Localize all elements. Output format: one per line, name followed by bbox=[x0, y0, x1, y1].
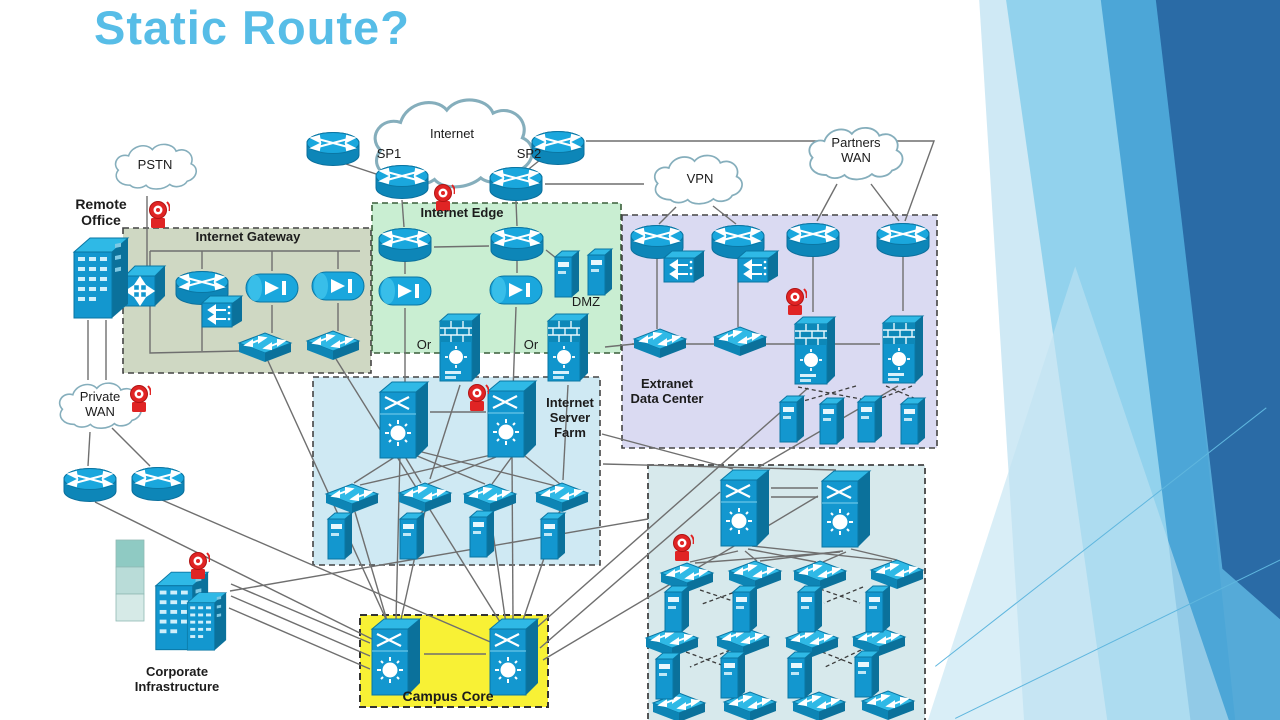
firewall-icon bbox=[439, 313, 481, 382]
router-icon bbox=[876, 222, 930, 258]
sp1-label: SP1 bbox=[376, 146, 402, 161]
vpn-gateway-icon bbox=[378, 276, 432, 306]
server-icon bbox=[554, 250, 580, 298]
internet-gateway-zone-label: Internet Gateway bbox=[195, 229, 301, 244]
server-icon bbox=[655, 652, 681, 700]
firewall-icon bbox=[882, 315, 924, 384]
vpn-gateway-icon bbox=[245, 273, 299, 303]
server-icon bbox=[399, 512, 425, 560]
devices bbox=[63, 130, 930, 720]
remote-office-label: Remote Office bbox=[75, 196, 127, 229]
multilayer-switch-icon bbox=[370, 617, 422, 697]
sp2-label: SP2 bbox=[516, 146, 542, 161]
pstn-cloud-label: PSTN bbox=[137, 157, 173, 172]
network-appliance-icon bbox=[201, 295, 243, 328]
internet-cloud-label: Internet bbox=[429, 126, 475, 141]
building-block-stack-icon bbox=[115, 539, 145, 622]
server-icon bbox=[857, 395, 883, 443]
server-icon bbox=[540, 512, 566, 560]
router-icon bbox=[786, 222, 840, 258]
server-icon bbox=[664, 585, 690, 633]
server-icon bbox=[720, 651, 746, 699]
router-icon bbox=[489, 166, 543, 202]
alarm-icon bbox=[148, 200, 170, 229]
server-icon bbox=[854, 650, 880, 698]
vpn-cloud-label: VPN bbox=[686, 171, 714, 186]
dmz-label: DMZ bbox=[571, 294, 601, 309]
multilayer-switch-icon bbox=[486, 379, 538, 459]
router-icon bbox=[306, 131, 360, 167]
server-icon bbox=[587, 248, 613, 296]
router-icon bbox=[378, 227, 432, 263]
voice-gateway-icon bbox=[123, 264, 167, 308]
multilayer-switch-icon bbox=[378, 380, 430, 460]
extranet-data-center-zone-label: Extranet Data Center bbox=[630, 376, 704, 406]
server-icon bbox=[900, 397, 926, 445]
router-icon bbox=[131, 466, 185, 502]
remote-office-building-icon bbox=[73, 237, 129, 319]
firewall-icon bbox=[794, 316, 836, 385]
slide-title: Static Route? bbox=[94, 1, 410, 54]
server-icon bbox=[469, 510, 495, 558]
router-icon bbox=[375, 164, 429, 200]
corporate-infrastructure-label: Corporate Infrastructure bbox=[134, 664, 220, 694]
internet-edge-zone-label: Internet Edge bbox=[420, 205, 504, 220]
vpn-gateway-icon bbox=[311, 271, 365, 301]
server-icon bbox=[797, 585, 823, 633]
corporate-building-icon bbox=[186, 592, 227, 651]
or-label-left: Or bbox=[416, 337, 432, 352]
internet-server-farm-zone-label: Internet Server Farm bbox=[546, 395, 594, 440]
alarm-icon bbox=[129, 384, 151, 413]
firewall-icon bbox=[547, 313, 589, 382]
server-icon bbox=[819, 397, 845, 445]
network-appliance-icon bbox=[737, 250, 779, 283]
vpn-gateway-icon bbox=[489, 275, 543, 305]
server-icon bbox=[732, 585, 758, 633]
private-wan-cloud-label: Private WAN bbox=[79, 389, 121, 419]
multilayer-switch-icon bbox=[820, 469, 872, 549]
campus-core-zone-label: Campus Core bbox=[402, 688, 494, 704]
server-icon bbox=[327, 512, 353, 560]
or-label-right: Or bbox=[523, 337, 539, 352]
partners-wan-cloud-label: Partners WAN bbox=[831, 135, 881, 165]
server-icon bbox=[865, 585, 891, 633]
multilayer-switch-icon bbox=[488, 617, 540, 697]
server-icon bbox=[787, 651, 813, 699]
server-icon bbox=[779, 395, 805, 443]
router-icon bbox=[490, 226, 544, 262]
multilayer-switch-icon bbox=[719, 468, 771, 548]
network-appliance-icon bbox=[663, 250, 705, 283]
router-icon bbox=[63, 467, 117, 503]
